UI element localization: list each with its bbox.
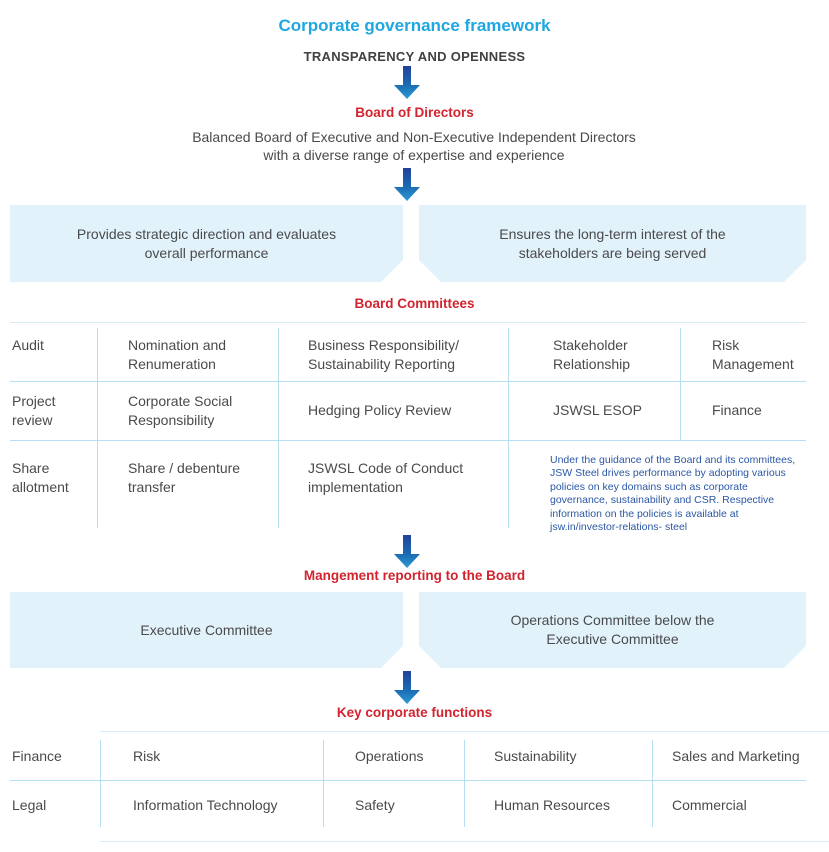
committee-cell-audit: Audit [12, 337, 44, 353]
committee-cell-project-review: Project review [12, 392, 56, 428]
down-arrow-stem [403, 671, 411, 690]
function-cell-legal: Legal [12, 797, 47, 813]
table-divider [278, 440, 279, 528]
board-role-box-stakeholder-interest: Ensures the long-term interest of the st… [419, 205, 806, 282]
function-cell-commercial: Commercial [672, 797, 747, 813]
table-divider [508, 440, 509, 528]
down-arrow-head [394, 690, 420, 704]
down-arrow-head [394, 554, 420, 568]
down-arrow-icon [394, 168, 420, 201]
down-arrow-icon [394, 535, 420, 568]
function-cell-information-technology: Information Technology [133, 797, 278, 813]
committee-cell-risk-management: Risk Management [712, 337, 794, 372]
committee-cell-csr: Corporate Social Responsibility [128, 392, 233, 428]
table-divider [680, 328, 681, 440]
table-divider [100, 740, 101, 827]
table-top-hairline [10, 322, 806, 323]
down-arrow-icon [394, 66, 420, 99]
table-divider [323, 740, 324, 827]
function-cell-sustainability: Sustainability [494, 748, 577, 764]
board-role-box-text: Provides strategic direction and evaluat… [76, 225, 337, 261]
function-cell-safety: Safety [355, 797, 395, 813]
down-arrow-head [394, 85, 420, 99]
committee-cell-finance: Finance [712, 402, 762, 418]
key-functions-grid: Finance Risk Operations Sustainability S… [10, 731, 806, 827]
committee-cell-hedging-policy-review: Hedging Policy Review [308, 402, 452, 418]
operations-committee-box: Operations Committee below the Executive… [419, 592, 806, 668]
page-subtitle: TRANSPARENCY AND OPENNESS [303, 49, 526, 64]
table-row-separator [10, 780, 806, 781]
committee-cell-share-debenture-transfer: Share / debenture transfer [128, 460, 241, 495]
table-divider [278, 328, 279, 440]
committee-cell-share-allotment: Share allotment [12, 460, 69, 495]
table-top-hairline [100, 731, 829, 732]
table-divider [508, 328, 509, 440]
heading-board-of-directors: Board of Directors [355, 105, 474, 120]
table-row-separator [10, 381, 806, 382]
committee-box-text: Executive Committee [140, 621, 273, 638]
page-title: Corporate governance framework [278, 16, 551, 35]
committee-cell-stakeholder-relationship: Stakeholder Relationship [553, 337, 631, 372]
down-arrow-head [394, 187, 420, 201]
function-cell-sales-and-marketing: Sales and Marketing [672, 748, 800, 764]
heading-management-reporting: Mangement reporting to the Board [303, 568, 526, 583]
down-arrow-stem [403, 66, 411, 85]
committee-cell-jswsl-esop: JSWSL ESOP [553, 402, 642, 418]
board-of-directors-description: Balanced Board of Executive and Non-Exec… [192, 129, 636, 163]
heading-board-committees: Board Committees [354, 296, 475, 311]
committee-cell-nomination-renumeration: Nomination and Renumeration [128, 337, 227, 372]
table-bottom-hairline [100, 841, 829, 842]
executive-committee-box: Executive Committee [10, 592, 403, 668]
committee-box-text: Operations Committee below the Executive… [510, 612, 715, 647]
committee-cell-code-of-conduct: JSWSL Code of Conduct implementation [308, 460, 464, 495]
committee-cell-business-responsibility: Business Responsibility/ Sustainability … [308, 337, 459, 372]
board-committees-table: Audit Nomination and Renumeration Busine… [10, 322, 806, 535]
function-cell-finance: Finance [12, 748, 62, 764]
down-arrow-icon [394, 671, 420, 704]
table-divider [652, 740, 653, 827]
function-cell-operations: Operations [355, 748, 424, 764]
function-cell-risk: Risk [133, 748, 161, 764]
down-arrow-stem [403, 535, 411, 554]
function-cell-human-resources: Human Resources [494, 797, 610, 813]
table-divider [97, 328, 98, 440]
heading-key-corporate-functions: Key corporate functions [336, 705, 493, 720]
board-role-box-strategic-direction: Provides strategic direction and evaluat… [10, 205, 403, 282]
table-divider [464, 740, 465, 827]
table-divider [97, 440, 98, 528]
board-role-box-text: Ensures the long-term interest of the st… [499, 225, 726, 261]
policies-note: Under the guidance of the Board and its … [550, 454, 796, 534]
board-committees-grid: Audit Nomination and Renumeration Busine… [10, 322, 806, 535]
down-arrow-stem [403, 168, 411, 187]
table-row-separator [10, 440, 806, 441]
key-corporate-functions-table: Finance Risk Operations Sustainability S… [10, 731, 829, 842]
